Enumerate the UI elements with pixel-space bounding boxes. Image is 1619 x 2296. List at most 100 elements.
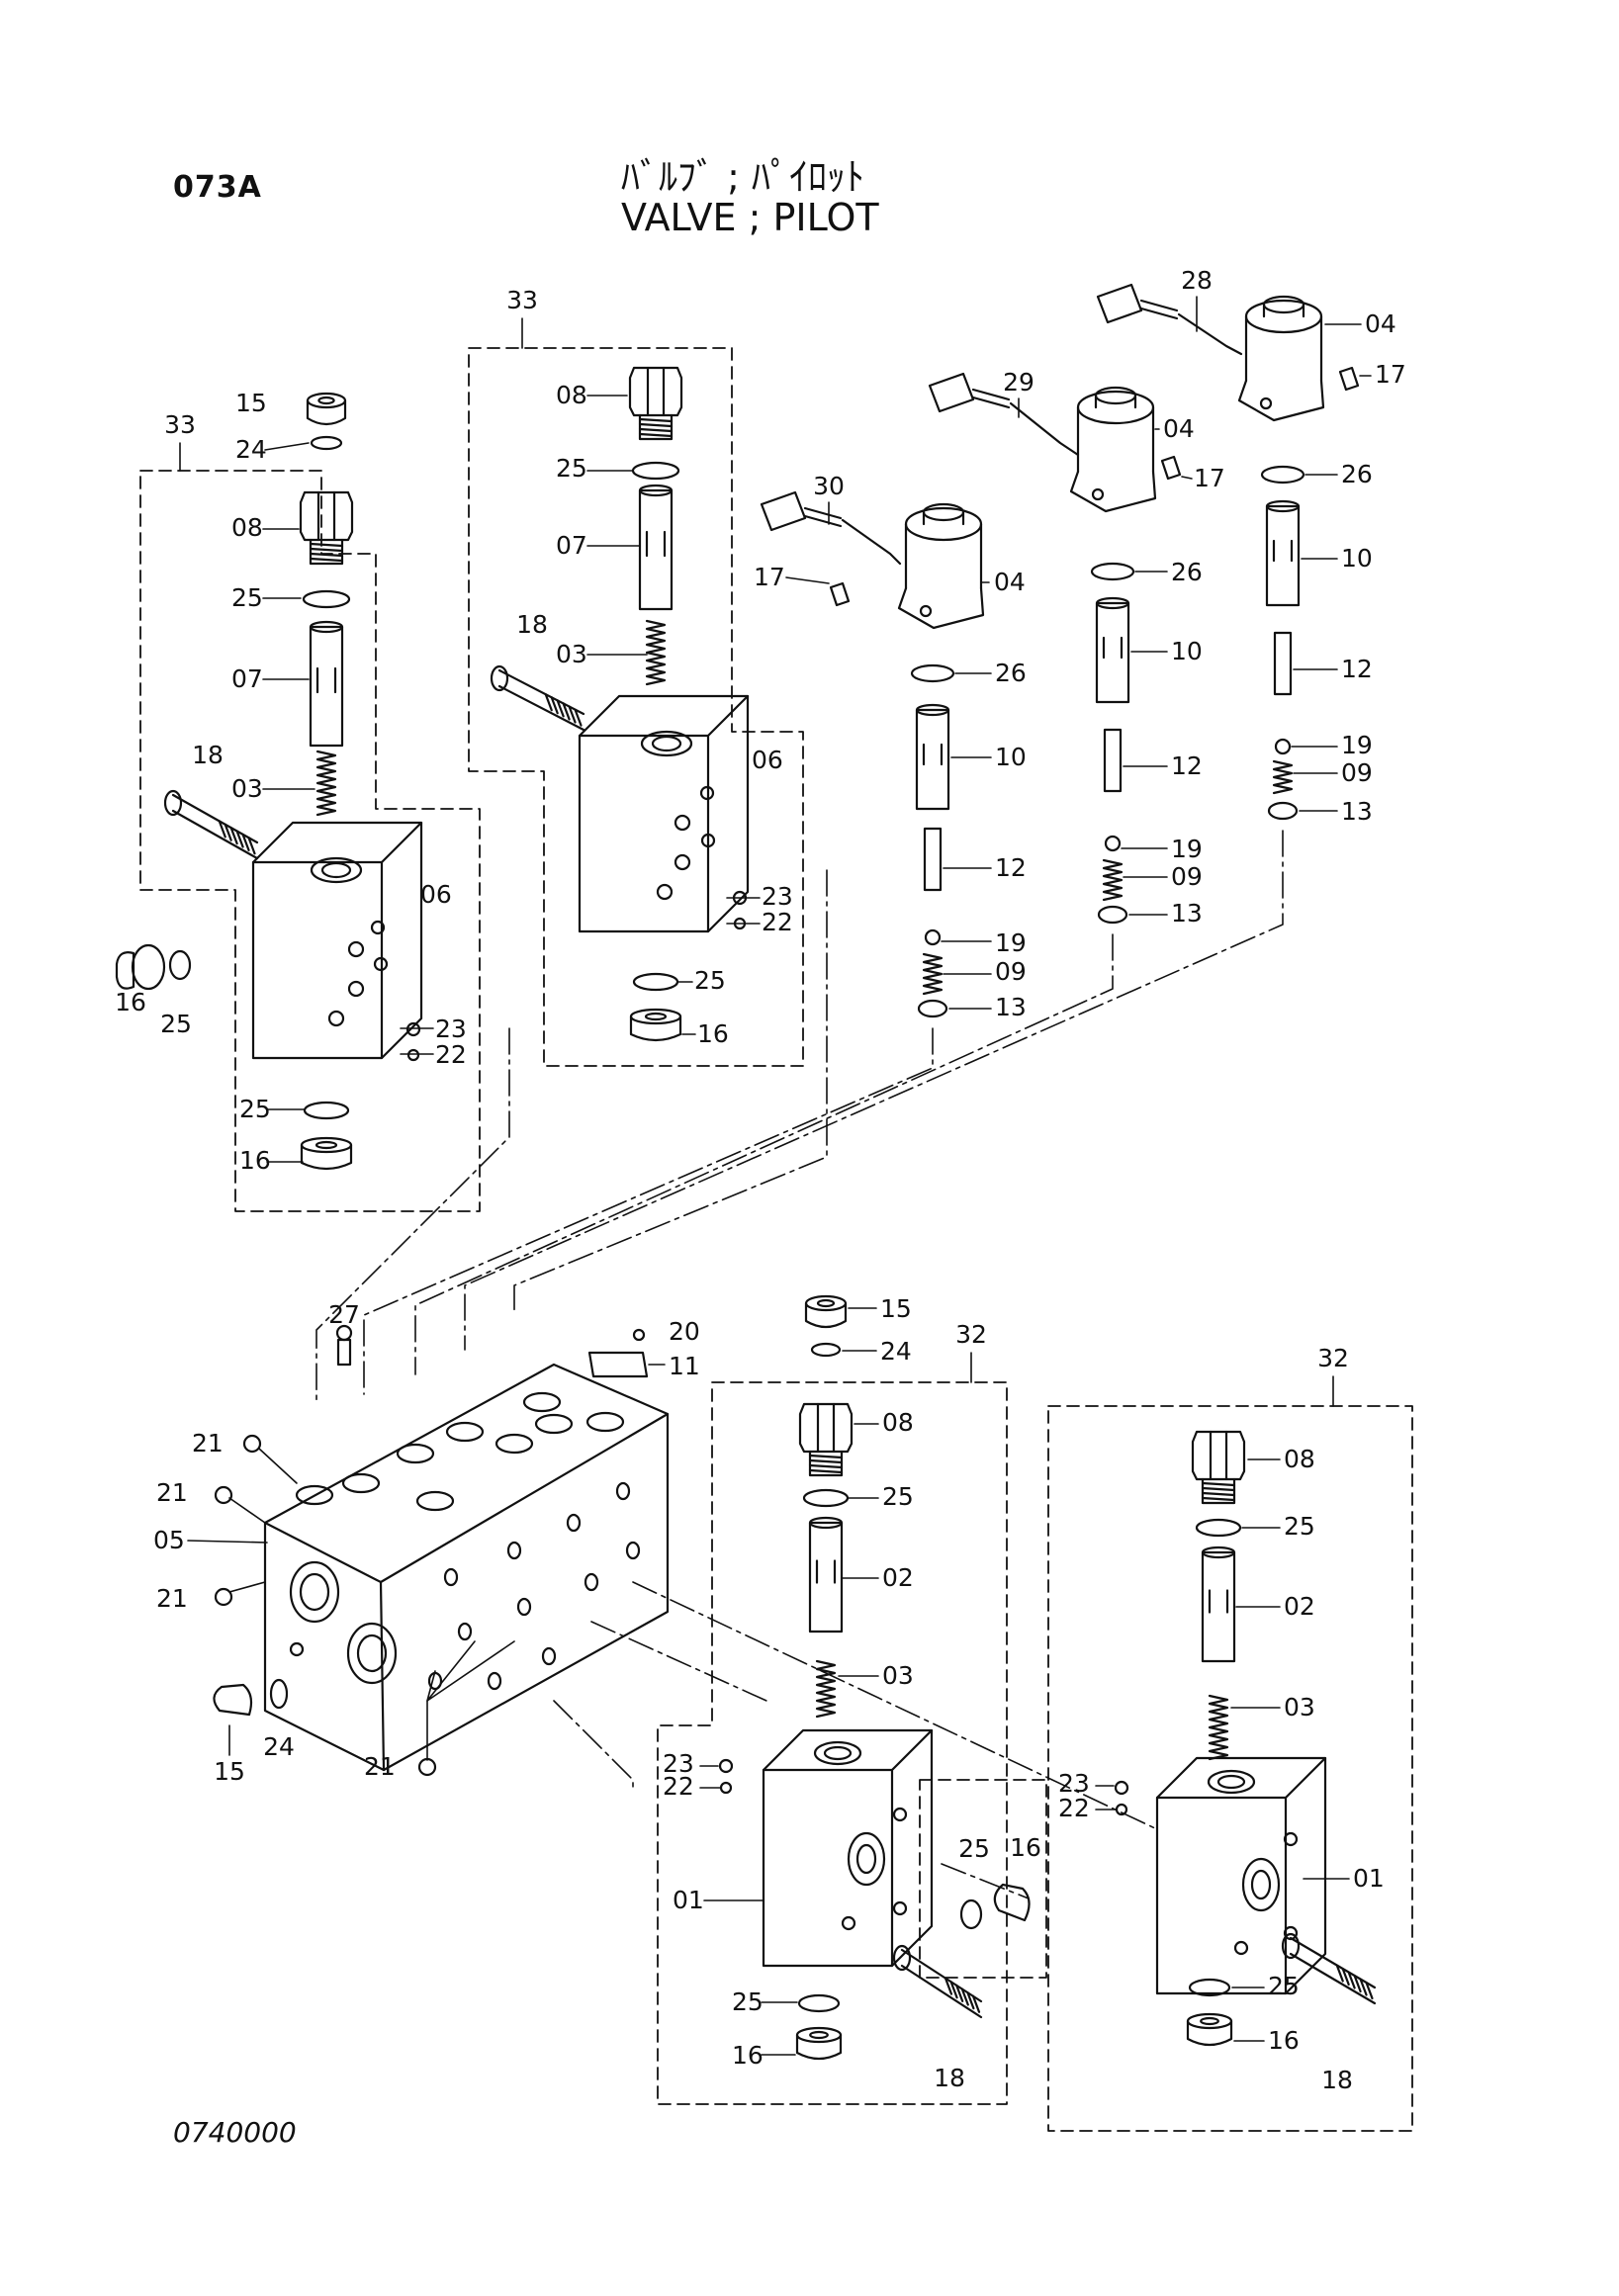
manifold-hole bbox=[625, 1541, 641, 1560]
callout-25: 25 bbox=[556, 454, 587, 483]
title-english: VALVE ; PILOT bbox=[621, 196, 879, 239]
leader-line bbox=[785, 576, 830, 584]
callout-25: 25 bbox=[732, 1987, 764, 2016]
o-ring bbox=[168, 949, 192, 981]
port bbox=[310, 856, 363, 884]
spool-end bbox=[915, 703, 950, 717]
port-main-inner bbox=[299, 1572, 330, 1612]
callout-24: 24 bbox=[880, 1337, 912, 1366]
manifold-port bbox=[522, 1391, 562, 1413]
o-ring bbox=[1090, 562, 1135, 581]
callout-18: 18 bbox=[934, 2064, 965, 2092]
callout-17: 17 bbox=[754, 563, 785, 591]
thread bbox=[955, 1984, 964, 2002]
callout-15: 15 bbox=[235, 389, 267, 417]
o-ring bbox=[1195, 1518, 1242, 1538]
thread bbox=[1201, 1496, 1236, 1502]
bolt-18-mid bbox=[497, 668, 585, 732]
spool-neck bbox=[1272, 539, 1294, 563]
callout-17: 17 bbox=[1194, 464, 1225, 492]
port bbox=[1207, 1769, 1256, 1795]
callout-05: 05 bbox=[153, 1526, 185, 1554]
screw-17 bbox=[1160, 455, 1182, 481]
plug-body bbox=[300, 1143, 353, 1171]
callout-33: 33 bbox=[164, 410, 196, 439]
callout-03: 03 bbox=[1284, 1693, 1315, 1722]
plug bbox=[795, 2026, 843, 2044]
callout-19: 19 bbox=[995, 928, 1027, 957]
fitting-flats bbox=[816, 1402, 836, 1454]
solenoid-04-a bbox=[904, 506, 983, 542]
o-ring bbox=[303, 1101, 350, 1120]
wire bbox=[803, 506, 843, 528]
callout-16: 16 bbox=[115, 988, 146, 1016]
flange-hole bbox=[1259, 397, 1273, 410]
callout-06: 06 bbox=[420, 880, 452, 909]
thread bbox=[966, 1991, 975, 2010]
manifold-05 bbox=[263, 1363, 670, 1772]
thread bbox=[568, 705, 577, 724]
o-ring-small bbox=[718, 1758, 734, 1774]
port bbox=[1283, 1831, 1299, 1847]
o-ring bbox=[310, 435, 343, 451]
spool-10-c bbox=[1265, 504, 1301, 607]
side-plug-16 bbox=[115, 951, 135, 990]
spring bbox=[1208, 1694, 1229, 1761]
bolt-18-d bbox=[1289, 1936, 1377, 2005]
callout-15: 15 bbox=[214, 1757, 245, 1786]
bolt-head bbox=[490, 664, 509, 692]
plug-body bbox=[306, 398, 347, 426]
port bbox=[841, 1915, 856, 1931]
spring bbox=[1272, 759, 1294, 795]
callout-17: 17 bbox=[1375, 360, 1406, 389]
port bbox=[1233, 1940, 1249, 1956]
callout-26: 26 bbox=[995, 659, 1027, 687]
manifold-port bbox=[445, 1421, 485, 1443]
plug-21 bbox=[417, 1757, 437, 1777]
thread bbox=[960, 1987, 969, 2006]
leader-line bbox=[228, 1497, 266, 1524]
side-plug-16 bbox=[993, 1883, 1031, 1922]
manifold-hole bbox=[506, 1541, 522, 1560]
spool-neck bbox=[922, 743, 944, 766]
callout-03: 03 bbox=[231, 774, 263, 803]
manifold-hole bbox=[584, 1572, 599, 1592]
flange-hole bbox=[919, 604, 933, 618]
spring bbox=[315, 750, 337, 817]
coil-sides bbox=[1244, 314, 1323, 383]
block-edges bbox=[1155, 1756, 1327, 1995]
pilot-spool-07-mid bbox=[638, 488, 674, 611]
callout-08: 08 bbox=[556, 381, 587, 409]
thread bbox=[1201, 1491, 1236, 1497]
spring bbox=[815, 1659, 837, 1719]
callout-32: 32 bbox=[955, 1320, 987, 1349]
connector-29 bbox=[928, 372, 975, 413]
callout-16: 16 bbox=[1268, 2026, 1300, 2055]
callout-09: 09 bbox=[1341, 758, 1373, 787]
pin-12-a bbox=[923, 827, 943, 892]
port bbox=[327, 1010, 345, 1027]
o-ring bbox=[632, 972, 679, 992]
callout-16: 16 bbox=[697, 1019, 729, 1048]
page-code: 073A bbox=[173, 170, 262, 205]
callout-06: 06 bbox=[752, 746, 783, 774]
assembly-32-right-boundary bbox=[1047, 1405, 1413, 2132]
o-ring bbox=[302, 589, 351, 609]
leader-line bbox=[228, 1581, 266, 1593]
callout-08: 08 bbox=[882, 1408, 914, 1437]
callout-16: 16 bbox=[732, 2041, 764, 2070]
port bbox=[347, 980, 365, 998]
callout-23: 23 bbox=[435, 1015, 467, 1043]
callout-25: 25 bbox=[1284, 1512, 1315, 1541]
coil-sides bbox=[1076, 405, 1155, 474]
port bbox=[674, 814, 691, 832]
manifold-hole bbox=[457, 1622, 473, 1641]
port bbox=[892, 1900, 908, 1916]
port-inner bbox=[320, 861, 352, 879]
side-plug-face bbox=[131, 943, 166, 991]
port bbox=[813, 1740, 862, 1766]
leader-line bbox=[187, 1540, 268, 1544]
o-ring bbox=[1188, 1978, 1231, 1997]
plug-13-b bbox=[1097, 905, 1128, 925]
